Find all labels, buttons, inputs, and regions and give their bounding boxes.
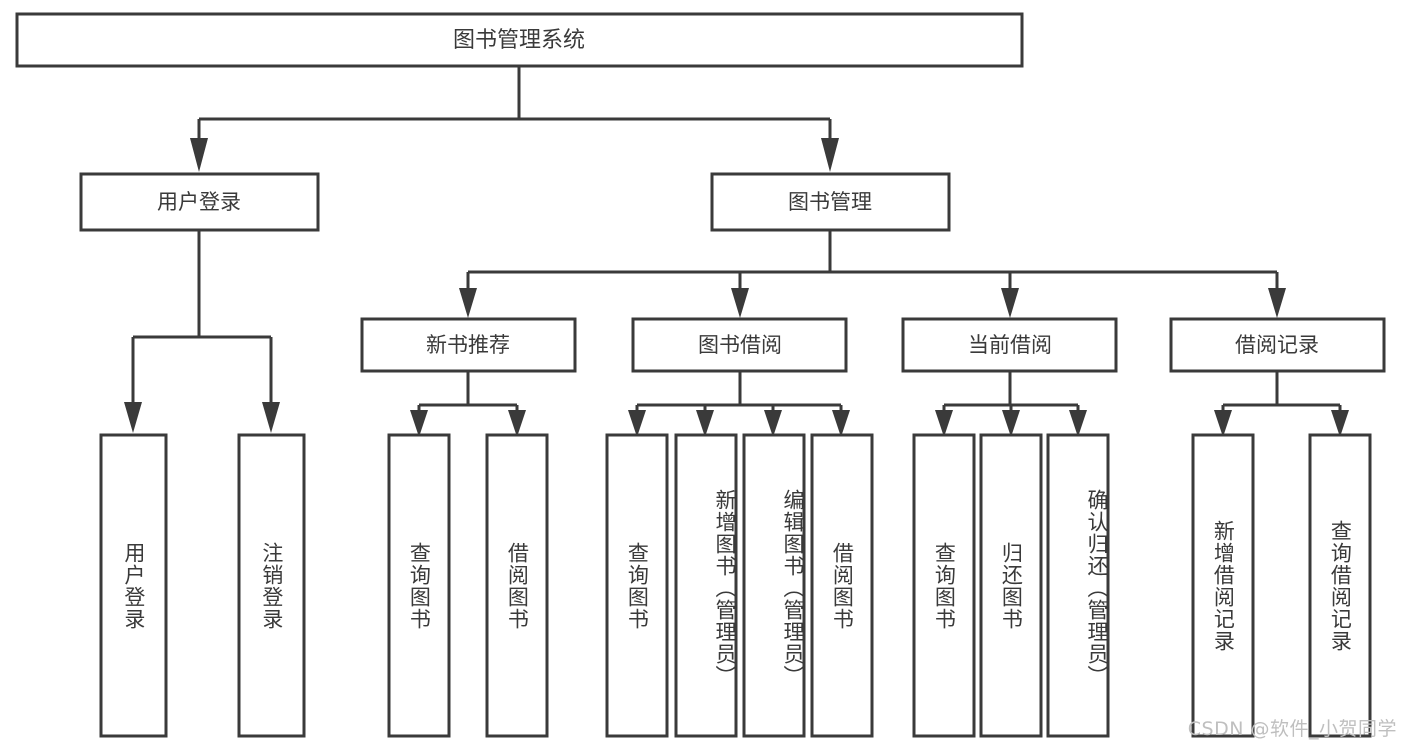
leaf-box-add-borrow-record[interactable] bbox=[1191, 433, 1255, 738]
level3-box-1[interactable] bbox=[360, 317, 577, 373]
arrow-head-icon bbox=[696, 410, 714, 437]
arrow-head-icon bbox=[124, 402, 142, 433]
leaf-box-logout[interactable] bbox=[237, 433, 306, 738]
arrow-head-icon bbox=[1214, 410, 1232, 437]
leaf-box-confirm-return[interactable] bbox=[1046, 433, 1110, 738]
arrow-head-icon bbox=[410, 410, 428, 437]
arrow-head-icon bbox=[1069, 410, 1087, 437]
level3-label-4: 借阅记录 bbox=[1235, 333, 1319, 357]
level3-label-3: 当前借阅 bbox=[968, 333, 1052, 357]
leaf-box-edit-book[interactable] bbox=[742, 433, 806, 738]
arrow-head-icon bbox=[731, 288, 749, 318]
arrow-head-icon bbox=[1002, 410, 1020, 437]
node-root[interactable]: 图书管理系统 bbox=[15, 12, 1024, 68]
arrow-head-icon bbox=[459, 288, 477, 318]
leaf-box-query-book-1[interactable] bbox=[387, 433, 451, 738]
node-book-borrow[interactable]: 图书借阅 bbox=[631, 317, 848, 373]
leaf-box-user-login[interactable] bbox=[99, 433, 168, 738]
leaf-box-query-book-2[interactable] bbox=[605, 433, 669, 738]
node-current-borrow[interactable]: 当前借阅 bbox=[901, 317, 1118, 373]
leaf-box-query-borrow-record[interactable] bbox=[1308, 433, 1372, 738]
leaf-box-borrow-book-1[interactable] bbox=[485, 433, 549, 738]
arrow-head-icon bbox=[832, 410, 850, 437]
leaf-box-add-book[interactable] bbox=[674, 433, 738, 738]
arrow-head-icon bbox=[1268, 288, 1286, 318]
arrow-head-icon bbox=[764, 410, 782, 437]
level3-label-2: 图书借阅 bbox=[698, 333, 782, 357]
leaf-box-borrow-book-2[interactable] bbox=[810, 433, 874, 738]
arrow-head-icon bbox=[628, 410, 646, 437]
arrow-head-icon bbox=[1001, 288, 1019, 318]
arrow-head-icon bbox=[190, 138, 208, 172]
level2-box-2[interactable] bbox=[710, 172, 951, 232]
level3-label-1: 新书推荐 bbox=[426, 333, 510, 357]
level2-label-2: 图书管理 bbox=[788, 190, 872, 214]
level2-label-1: 用户登录 bbox=[157, 190, 241, 214]
arrow-head-icon bbox=[262, 402, 280, 433]
arrow-head-icon bbox=[935, 410, 953, 437]
node-book-management[interactable]: 图书管理 bbox=[710, 172, 951, 232]
arrow-head-icon bbox=[508, 410, 526, 437]
arrow-head-icon bbox=[821, 138, 839, 172]
level3-box-3[interactable] bbox=[901, 317, 1118, 373]
node-new-book-recommendation[interactable]: 新书推荐 bbox=[360, 317, 577, 373]
node-borrow-record[interactable]: 借阅记录 bbox=[1169, 317, 1386, 373]
level3-box-2[interactable] bbox=[631, 317, 848, 373]
node-user-login[interactable]: 用户登录 bbox=[79, 172, 320, 232]
leaf-box-query-book-3[interactable] bbox=[912, 433, 976, 738]
level3-box-4[interactable] bbox=[1169, 317, 1386, 373]
root-label: 图书管理系统 bbox=[453, 28, 585, 53]
arrow-head-icon bbox=[1331, 410, 1349, 437]
leaf-box-return-book[interactable] bbox=[979, 433, 1043, 738]
csdn-watermark: CSDN @软件_小贺同学 bbox=[1187, 718, 1397, 740]
root-box[interactable] bbox=[15, 12, 1024, 68]
